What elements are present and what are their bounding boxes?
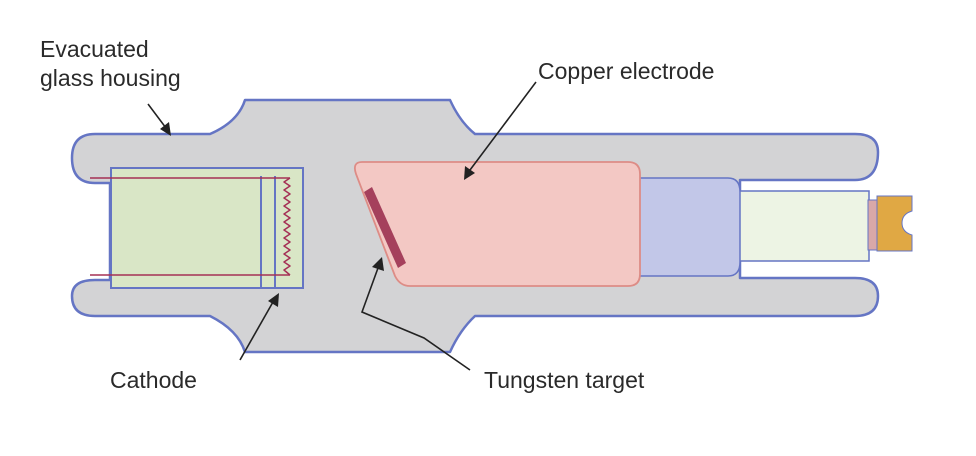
- cathode-leader-line: [239, 301, 274, 361]
- terminal-stem-pale: [735, 190, 870, 262]
- copper-electrode: [353, 161, 641, 287]
- filament-coil: [283, 177, 291, 276]
- electrode-leader-arrow: [464, 166, 475, 180]
- terminal-connector: [876, 195, 913, 252]
- cathode-leader-arrow: [268, 293, 279, 307]
- housing-leader-line: [147, 103, 167, 129]
- target-leader-line: [360, 267, 471, 371]
- housing-leader-arrow: [160, 122, 171, 136]
- tungsten-target: [364, 187, 406, 268]
- cathode-label: Cathode: [110, 367, 197, 393]
- electrode-label: Copper electrode: [538, 58, 715, 84]
- housing-label: Evacuated glass housing: [40, 36, 181, 91]
- target-leader-arrow: [372, 257, 384, 271]
- target-label: Tungsten target: [484, 367, 645, 393]
- cathode-cup: [110, 167, 304, 289]
- anode-stem-blue: [635, 177, 741, 277]
- electrode-leader-line: [469, 81, 537, 171]
